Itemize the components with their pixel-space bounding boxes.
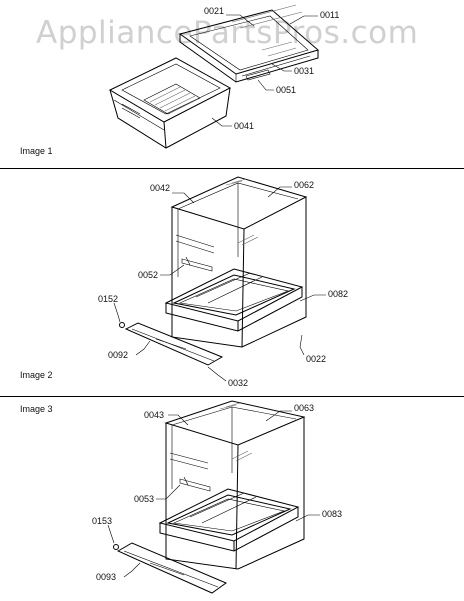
drawer-rail (181, 256, 213, 272)
part-label: 0063 (294, 403, 314, 413)
part-label: 0153 (92, 516, 112, 526)
part-label: 0022 (306, 354, 326, 364)
part-label: 0092 (108, 350, 128, 360)
part-label: 0041 (234, 121, 254, 131)
part-label: 0052 (138, 270, 158, 280)
part-label: 0032 (228, 378, 248, 388)
image-caption: Image 1 (20, 146, 53, 156)
image-2-panel: 0042 0062 0052 0082 0152 0092 0022 0032 … (0, 168, 464, 395)
freezer-cabinet (170, 176, 308, 348)
part-label: 0053 (134, 494, 154, 504)
image-caption: Image 3 (20, 404, 53, 414)
freezer-cabinet (164, 400, 306, 570)
part-label: 0043 (144, 410, 164, 420)
image-caption: Image 2 (20, 370, 53, 380)
part-label: 0093 (96, 572, 116, 582)
image-1-diagram: AppliancePartsPros.com 0021 0011 0031 (20, 4, 418, 156)
drawer-rail (179, 476, 211, 492)
drawer-front-panel (119, 322, 224, 366)
watermark: AppliancePartsPros.com (36, 15, 418, 51)
drawer-frame (164, 268, 304, 332)
part-label: 0011 (320, 10, 339, 20)
image-3-diagram: 0043 0063 0053 0083 0153 0093 Image 3 (20, 400, 342, 594)
part-label: 0082 (328, 289, 348, 299)
part-label: 0051 (276, 85, 296, 95)
part-label: 0031 (294, 66, 314, 76)
part-label: 0083 (322, 509, 342, 519)
part-label: 0021 (204, 6, 224, 16)
drawer-front-panel (113, 542, 228, 594)
part-label: 0042 (150, 183, 170, 193)
part-label: 0152 (98, 294, 118, 304)
image-3-panel: 0043 0063 0053 0083 0153 0093 Image 3 (0, 396, 464, 601)
image-2-diagram: 0042 0062 0052 0082 0152 0092 0022 0032 … (20, 176, 348, 388)
part-label: 0062 (294, 180, 314, 190)
crisper-drawer (108, 57, 232, 149)
drawer-frame (158, 488, 300, 552)
image-1-panel: AppliancePartsPros.com 0021 0011 0031 (0, 0, 464, 168)
